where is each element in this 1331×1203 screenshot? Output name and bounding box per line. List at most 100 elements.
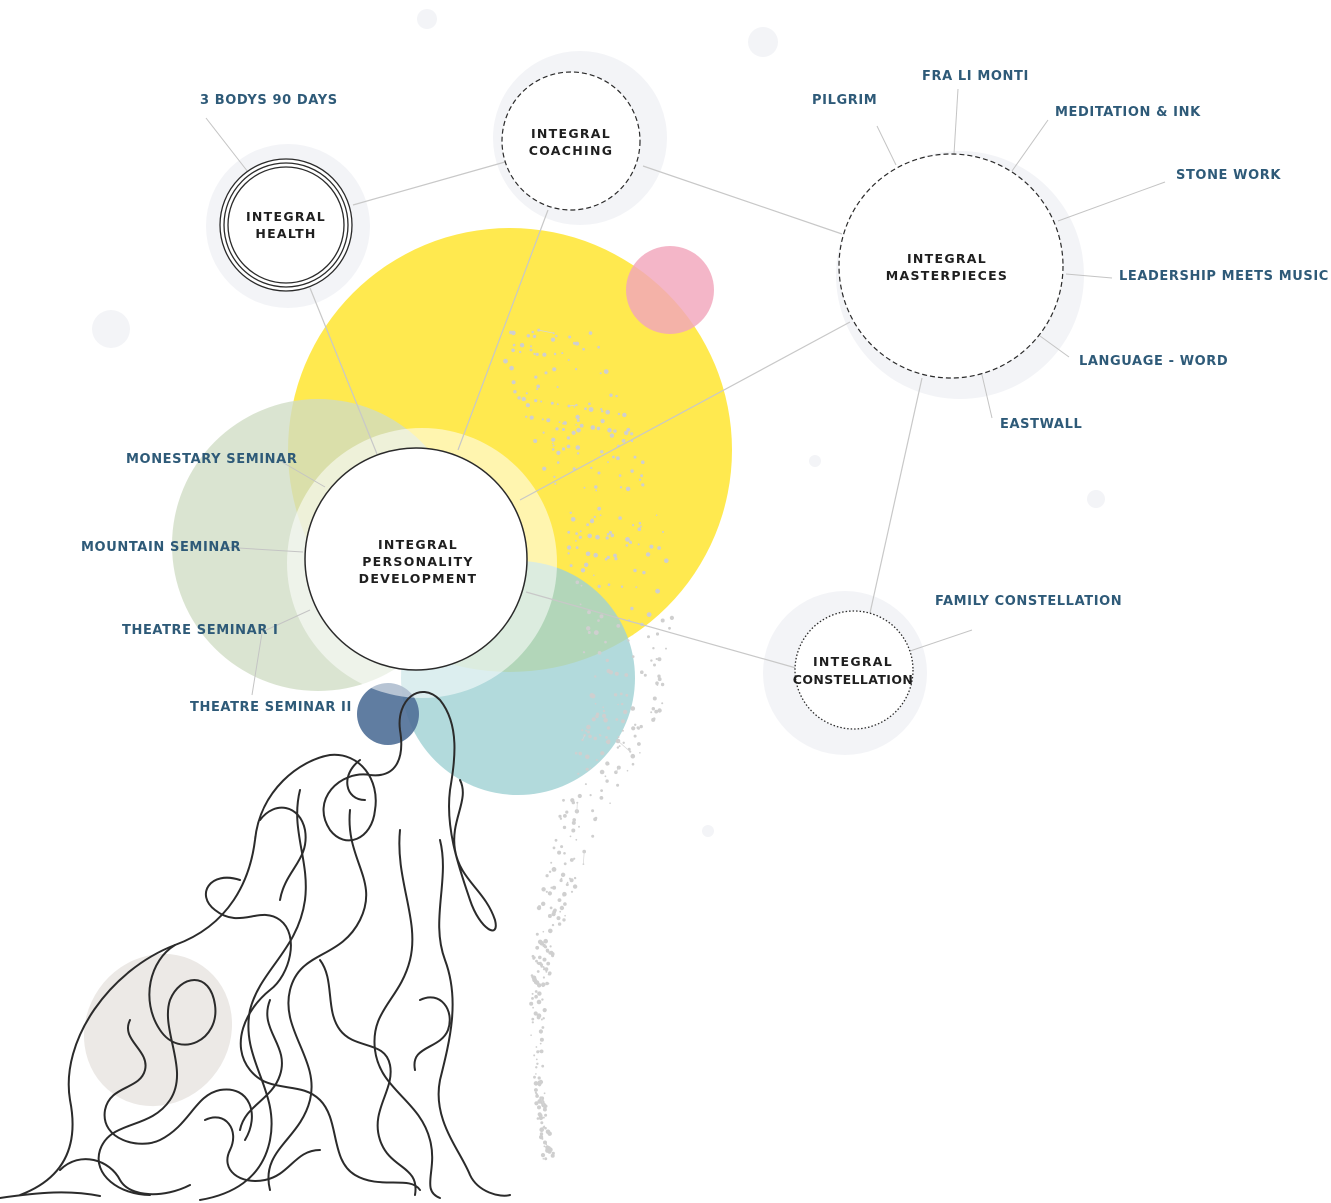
particle-dot bbox=[576, 452, 580, 455]
particle-dot bbox=[540, 1096, 545, 1101]
particle-dot bbox=[575, 341, 580, 346]
hub-coaching[interactable]: INTEGRAL COACHING bbox=[501, 71, 641, 211]
hub-masterpieces-line-1: INTEGRAL bbox=[907, 251, 987, 266]
label-eastwall[interactable]: EASTWALL bbox=[1000, 417, 1082, 432]
particle-dot bbox=[597, 345, 600, 349]
particle-dot bbox=[653, 663, 656, 667]
particle-dot bbox=[563, 902, 567, 906]
label-3-bodys-90-days[interactable]: 3 BODYS 90 DAYS bbox=[200, 93, 338, 108]
particle-dot bbox=[652, 696, 657, 701]
particle-link bbox=[615, 767, 620, 773]
particle-dot bbox=[599, 769, 605, 775]
hub-masterpieces[interactable]: INTEGRAL MASTERPIECES bbox=[838, 153, 1064, 379]
particle-dot bbox=[609, 393, 613, 397]
label-theatre-seminar-2[interactable]: THEATRE SEMINAR II bbox=[190, 700, 352, 715]
hub-health[interactable]: INTEGRAL HEALTH bbox=[219, 158, 353, 292]
particle-dot bbox=[542, 352, 547, 357]
label-meditation-ink[interactable]: MEDITATION & INK bbox=[1055, 105, 1201, 120]
particle-dot bbox=[594, 485, 598, 489]
particle-dot bbox=[561, 447, 566, 451]
particle-dot bbox=[562, 825, 567, 830]
particle-dot bbox=[600, 751, 605, 756]
particle-dot bbox=[541, 998, 544, 1001]
particle-dot bbox=[525, 403, 531, 408]
particle-dot bbox=[620, 585, 624, 588]
particle-dot bbox=[543, 967, 546, 970]
particle-dot bbox=[570, 798, 575, 803]
particle-dot bbox=[582, 651, 586, 654]
particle-dot bbox=[640, 670, 644, 674]
particle-dot bbox=[585, 729, 588, 732]
label-monestary-seminar[interactable]: MONESTARY SEMINAR bbox=[126, 452, 297, 467]
particle-dot bbox=[533, 1075, 536, 1079]
particle-dot bbox=[549, 945, 552, 948]
label-family-constellation[interactable]: FAMILY CONSTELLATION bbox=[935, 594, 1122, 609]
particle-dot bbox=[605, 658, 609, 663]
particle-dot bbox=[665, 647, 667, 650]
label-pilgrim[interactable]: PILGRIM bbox=[812, 93, 877, 108]
particle-dot bbox=[599, 514, 602, 517]
particle-dot bbox=[578, 825, 580, 828]
particle-dot bbox=[630, 432, 634, 436]
particle-dot bbox=[622, 412, 627, 418]
particle-dot bbox=[655, 588, 660, 594]
particle-dot bbox=[537, 991, 542, 996]
particle-dot bbox=[511, 380, 516, 385]
particle-dot bbox=[541, 1026, 545, 1029]
particle-dot bbox=[533, 352, 536, 355]
particle-dot bbox=[545, 1145, 550, 1150]
particle-dot bbox=[536, 1117, 540, 1120]
particle-dot bbox=[607, 461, 609, 463]
label-mountain-seminar[interactable]: MOUNTAIN SEMINAR bbox=[81, 540, 241, 555]
particle-dot bbox=[597, 651, 602, 655]
particle-dot bbox=[553, 352, 557, 356]
particle-dot bbox=[614, 557, 618, 561]
particle-dot bbox=[553, 908, 557, 913]
particle-dot bbox=[605, 409, 610, 415]
particle-dot bbox=[565, 883, 569, 887]
particle-dot bbox=[511, 348, 515, 353]
particle-dot bbox=[545, 874, 549, 878]
particle-dot bbox=[536, 961, 540, 965]
label-fra-li-monti[interactable]: FRA LI MONTI bbox=[922, 69, 1029, 84]
particle-dot bbox=[534, 990, 538, 993]
particle-dot bbox=[593, 630, 599, 635]
particle-dot bbox=[573, 876, 577, 880]
particle-dot bbox=[542, 466, 547, 471]
particle-dot bbox=[575, 546, 579, 549]
particle-dot bbox=[539, 1042, 542, 1045]
particle-dot bbox=[631, 655, 635, 658]
particle-dot bbox=[553, 475, 556, 478]
particle-dot bbox=[641, 460, 645, 465]
hub-personality[interactable]: INTEGRAL PERSONALITY DEVELOPMENT bbox=[304, 447, 528, 671]
particle-dot bbox=[558, 421, 561, 423]
hub-personality-line-1: INTEGRAL bbox=[378, 537, 458, 552]
label-stone-work[interactable]: STONE WORK bbox=[1176, 168, 1281, 183]
particle-dot bbox=[535, 945, 540, 950]
particle-dot bbox=[660, 682, 665, 687]
hub-masterpieces-line-2: MASTERPIECES bbox=[886, 268, 1008, 283]
particle-dot bbox=[593, 574, 595, 577]
particle-dot bbox=[662, 531, 664, 533]
particle-dot bbox=[606, 555, 610, 560]
label-leadership-meets-music[interactable]: LEADERSHIP MEETS MUSIC bbox=[1119, 269, 1329, 284]
particle-dot bbox=[544, 1104, 548, 1108]
label-language-word[interactable]: LANGUAGE - WORD bbox=[1079, 354, 1228, 369]
label-theatre-seminar-1[interactable]: THEATRE SEMINAR I bbox=[122, 623, 279, 638]
particle-dot bbox=[587, 730, 590, 734]
particle-dot bbox=[637, 742, 641, 746]
particle-dot bbox=[545, 970, 548, 973]
particle-dot bbox=[669, 615, 675, 621]
particle-dot bbox=[619, 692, 623, 696]
particle-dot bbox=[588, 331, 593, 335]
particle-dot bbox=[625, 693, 629, 697]
hub-constellation[interactable]: INTEGRAL CONSTELLATION bbox=[793, 610, 914, 730]
particle-dot bbox=[582, 347, 585, 351]
line-drawing-figure bbox=[0, 690, 511, 1201]
particle-dot bbox=[639, 752, 641, 754]
particle-dot bbox=[588, 407, 594, 412]
particle-dot bbox=[637, 527, 642, 531]
particle-dot bbox=[652, 717, 656, 720]
particle-dot bbox=[593, 515, 596, 519]
particle-dot bbox=[537, 905, 542, 909]
